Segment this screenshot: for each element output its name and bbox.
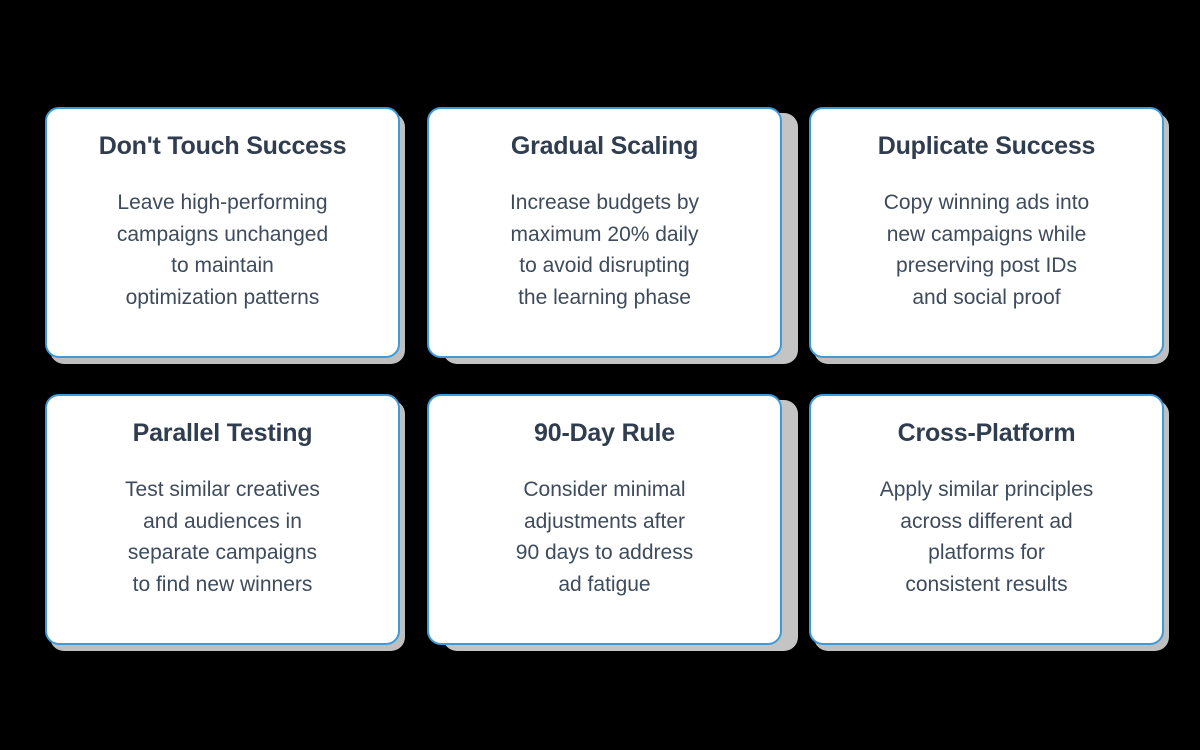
card-title: Gradual Scaling	[510, 132, 699, 160]
card-body-line: 90 days to address	[515, 541, 694, 564]
card-dont-touch-success[interactable]: Don't Touch Success Leave high-performin…	[45, 107, 400, 358]
card-title: Parallel Testing	[132, 419, 313, 447]
card-body: Consider minimal adjustments after 90 da…	[516, 474, 693, 600]
card-body-line: optimization patterns	[125, 285, 320, 309]
card-body-line: adjustments after	[523, 509, 686, 533]
card-body-line: Increase budgets by	[509, 191, 700, 214]
card-grid: Don't Touch Success Leave high-performin…	[45, 107, 1165, 645]
card-body-line: across different ad	[900, 509, 1073, 533]
card-body-line: campaigns unchanged	[116, 222, 329, 246]
card-title: Don't Touch Success	[98, 132, 347, 160]
card-body: Leave high-performing campaigns unchange…	[117, 187, 328, 313]
card-body-line: and social proof	[912, 285, 1061, 309]
card-body: Copy winning ads into new campaigns whil…	[884, 187, 1089, 313]
card-body: Apply similar principles across differen…	[880, 474, 1094, 600]
card-title: Cross-Platform	[897, 419, 1076, 447]
card-body-line: Consider minimal	[523, 478, 686, 501]
card-body-line: separate campaigns	[127, 541, 318, 564]
card-body-line: to maintain	[171, 254, 274, 277]
card-body-line: ad fatigue	[558, 572, 651, 596]
card-title: Duplicate Success	[877, 132, 1096, 160]
card-body-line: and audiences in	[143, 509, 302, 533]
card-body-line: consistent results	[905, 572, 1068, 596]
card-body-line: Test similar creatives	[125, 478, 320, 501]
card-body: Test similar creatives and audiences in …	[125, 474, 320, 600]
card-title: 90-Day Rule	[534, 419, 675, 447]
card-90-day-rule[interactable]: 90-Day Rule Consider minimal adjustments…	[427, 394, 782, 645]
card-body-line: Leave high-performing	[117, 191, 328, 214]
card-body-line: to find new winners	[132, 572, 313, 596]
card-body-line: maximum 20% daily	[510, 222, 699, 246]
card-body-line: the learning phase	[518, 285, 691, 309]
card-body-line: new campaigns while	[886, 222, 1087, 246]
card-body-line: preserving post IDs	[896, 254, 1077, 277]
card-body-line: to avoid disrupting	[519, 254, 690, 277]
card-gradual-scaling[interactable]: Gradual Scaling Increase budgets by maxi…	[427, 107, 782, 358]
card-duplicate-success[interactable]: Duplicate Success Copy winning ads into …	[809, 107, 1164, 358]
card-body-line: Copy winning ads into	[883, 191, 1090, 214]
card-cross-platform[interactable]: Cross-Platform Apply similar principles …	[809, 394, 1164, 645]
card-body: Increase budgets by maximum 20% daily to…	[510, 187, 699, 313]
card-parallel-testing[interactable]: Parallel Testing Test similar creatives …	[45, 394, 400, 645]
card-body-line: Apply similar principles	[879, 478, 1094, 501]
card-body-line: platforms for	[928, 541, 1045, 564]
